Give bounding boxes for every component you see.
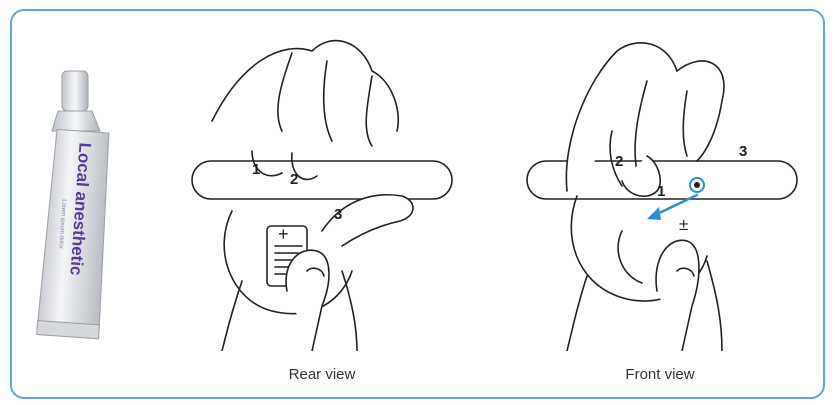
rear-marker-3: 3 xyxy=(334,206,342,223)
front-view-caption: Front view xyxy=(600,366,720,383)
front-view-illustration: ± 1 2 3 xyxy=(507,21,807,351)
front-scale-plusminus: ± xyxy=(679,215,688,235)
rear-view-illustration: + 1 2 3 xyxy=(172,21,462,351)
rear-view-caption: Rear view xyxy=(262,366,382,383)
anesthetic-tube: Local anesthetic Lorem ipsum dolor xyxy=(12,61,122,361)
rear-marker-1: 1 xyxy=(252,161,260,178)
front-marker-1: 1 xyxy=(657,183,665,200)
front-marker-2: 2 xyxy=(615,153,623,170)
illustration-frame: Local anesthetic Lorem ipsum dolor xyxy=(10,9,825,399)
rear-scale-plus: + xyxy=(278,224,289,245)
front-marker-3: 3 xyxy=(739,143,747,160)
rear-marker-2: 2 xyxy=(290,171,298,188)
